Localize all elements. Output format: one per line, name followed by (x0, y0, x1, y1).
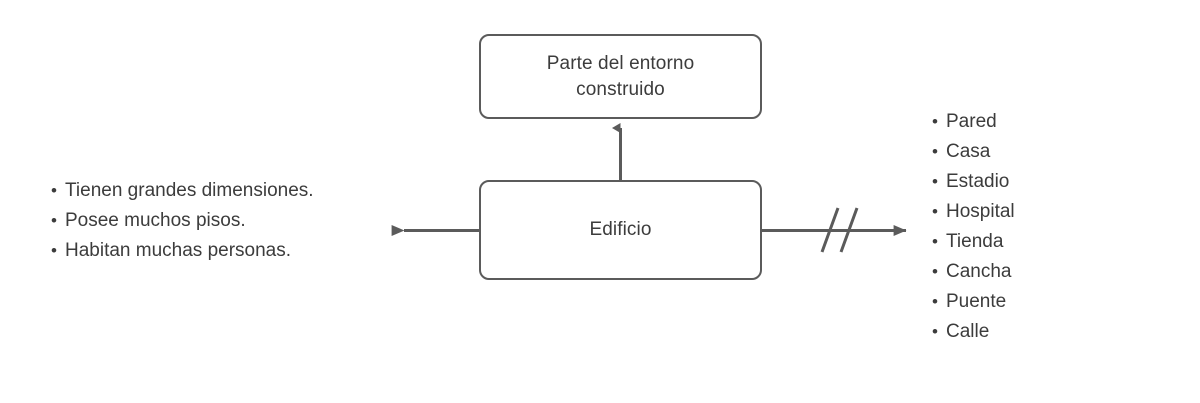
bullet-icon: • (932, 262, 938, 281)
list-item-label: Posee muchos pisos. (65, 210, 246, 231)
list-item-label: Hospital (946, 201, 1015, 222)
list-item-label: Calle (946, 321, 990, 342)
bullet-icon: • (932, 322, 938, 341)
list-item: • Puente (932, 287, 1015, 317)
list-item: • Hospital (932, 197, 1015, 227)
bullet-icon: • (51, 241, 57, 260)
bullet-icon: • (51, 181, 57, 200)
examples-list: • Pared • Casa • Estadio • Hospital • Ti… (932, 107, 1015, 347)
bullet-icon: • (932, 232, 938, 251)
list-item: • Tienen grandes dimensiones. (51, 176, 314, 206)
list-item: • Tienda (932, 227, 1015, 257)
list-item: • Casa (932, 137, 1015, 167)
list-item-label: Tienda (946, 231, 1004, 252)
node-label: Edificio (589, 219, 652, 240)
list-item-label: Habitan muchas personas. (65, 240, 292, 261)
bullet-icon: • (932, 112, 938, 131)
list-item-label: Puente (946, 291, 1007, 312)
bullet-icon: • (932, 172, 938, 191)
bullet-icon: • (932, 142, 938, 161)
bullet-icon: • (932, 292, 938, 311)
list-item: • Cancha (932, 257, 1015, 287)
characteristics-list: • Tienen grandes dimensiones. • Posee mu… (51, 176, 314, 266)
list-item: • Pared (932, 107, 1015, 137)
node-label: Parte del entorno construido (546, 52, 695, 100)
node-edificio[interactable]: Edificio (479, 180, 762, 280)
list-item: • Estadio (932, 167, 1015, 197)
list-item-label: Cancha (946, 261, 1012, 282)
bullet-icon: • (51, 211, 57, 230)
node-parte-del-entorno-construido[interactable]: Parte del entorno construido (479, 34, 762, 119)
list-item: • Habitan muchas personas. (51, 236, 314, 266)
list-item: • Calle (932, 317, 1015, 347)
list-item: • Posee muchos pisos. (51, 206, 314, 236)
list-item-label: Estadio (946, 171, 1010, 192)
bullet-icon: • (932, 202, 938, 221)
list-item-label: Tienen grandes dimensiones. (65, 180, 314, 201)
double-slash-break-icon (820, 207, 859, 253)
list-item-label: Pared (946, 111, 997, 132)
list-item-label: Casa (946, 141, 991, 162)
